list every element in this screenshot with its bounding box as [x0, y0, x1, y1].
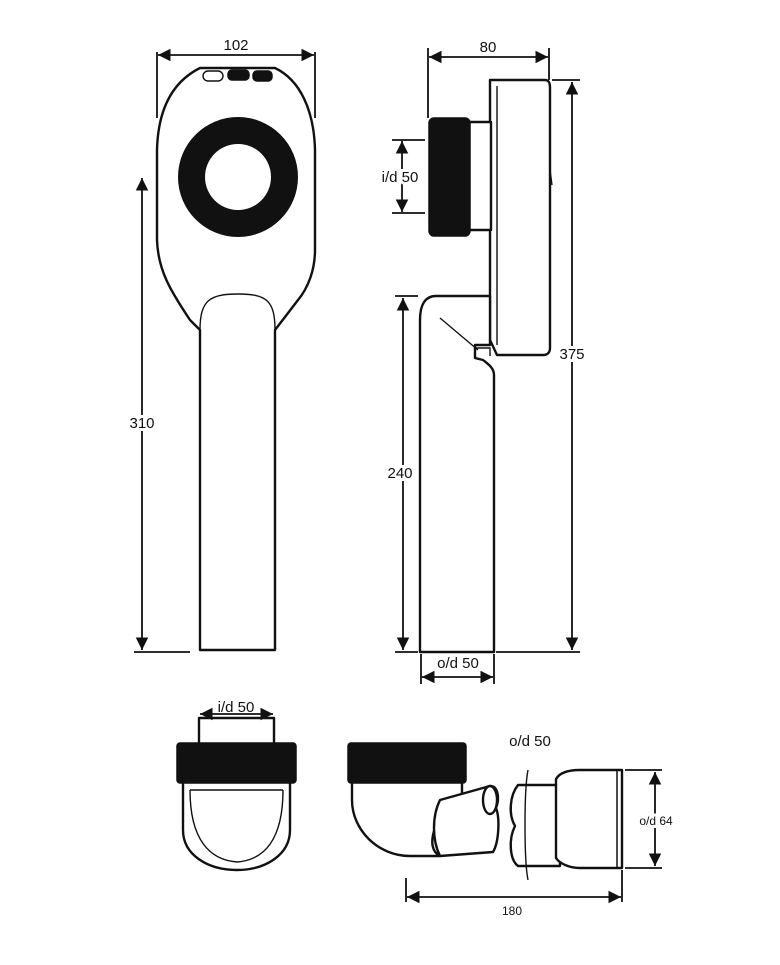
- front-view: 102 310: [126, 37, 317, 653]
- side-trap-notch: [475, 347, 491, 356]
- side-view: 80 i/d 50 240 375 o/d 50: [379, 39, 588, 684]
- backplate-tick: [549, 169, 553, 186]
- top-inner-curve: [189, 789, 284, 863]
- horizontal-view: o/d 50 o/d 64 180: [347, 733, 676, 918]
- inlet-opening: [205, 144, 271, 210]
- side-inlet-label: i/d 50: [382, 169, 419, 186]
- front-stem-top: [199, 293, 276, 331]
- outlet-od-label: o/d 50: [437, 655, 479, 672]
- trap-rubber-seal: [347, 742, 467, 784]
- total-height-label: 375: [559, 346, 584, 363]
- side-outlet-pipe: [418, 294, 496, 654]
- top-rubber-seal: [176, 742, 297, 784]
- length-label: 180: [502, 904, 522, 918]
- width-label: 102: [223, 37, 248, 54]
- connector-body: [509, 783, 562, 868]
- top-body: [181, 780, 292, 872]
- side-backplate: [488, 78, 552, 357]
- vent-slot: [202, 70, 224, 82]
- height-label: 310: [129, 415, 154, 432]
- connector-od-label: o/d 64: [639, 814, 673, 828]
- spigot-end: [481, 784, 499, 816]
- side-internal-line: [439, 317, 479, 351]
- outlet-height-label: 240: [387, 465, 412, 482]
- side-rubber-seal: [428, 117, 471, 237]
- connector-socket: [554, 768, 624, 870]
- horizontal-outlet-od-label: o/d 50: [509, 733, 551, 750]
- side-inlet-collar: [466, 120, 493, 232]
- connector-rib: [524, 769, 529, 881]
- top-inlet-label: i/d 50: [218, 699, 255, 716]
- top-inlet-collar: [197, 716, 276, 746]
- vent-slot: [227, 69, 250, 81]
- depth-label: 80: [480, 39, 497, 56]
- front-vent-slots: [202, 69, 273, 82]
- top-view: i/d 50: [176, 699, 297, 872]
- vent-slot: [252, 70, 273, 82]
